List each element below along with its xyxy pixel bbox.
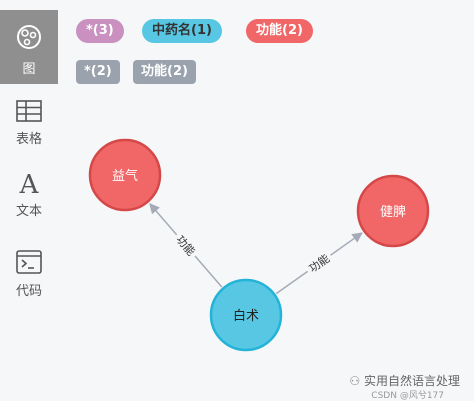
watermark-credit: CSDN @风兮177 (371, 391, 444, 401)
sidebar-item-graph[interactable]: 图 (0, 10, 58, 84)
relationship-tag-all[interactable]: *(2) (76, 60, 120, 84)
node-label-pill-herb[interactable]: 中药名(1) (142, 19, 222, 43)
sidebar-item-label: 文本 (15, 204, 42, 219)
sidebar-item-label: 代码 (15, 284, 42, 299)
relationship-tag-function[interactable]: 功能(2) (133, 60, 196, 84)
node-label-pill-function[interactable]: 功能(2) (246, 19, 313, 43)
main-panel: *(3) 中药名(1) 功能(2) *(2) 功能(2) (64, 0, 474, 400)
graph-icon (17, 25, 41, 49)
graph-node-baizhu[interactable] (209, 278, 283, 352)
graph-edge-label-bg (170, 229, 202, 262)
watermark: ⚇ 实用自然语言处理 (349, 372, 460, 389)
sidebar-item-label: 表格 (15, 132, 42, 147)
sidebar-item-label: 图 (22, 62, 36, 77)
text-icon: A (19, 170, 39, 200)
wechat-icon: ⚇ (349, 374, 361, 388)
sidebar-item-table[interactable]: 表格 (0, 100, 58, 156)
watermark-text: 实用自然语言处理 (363, 374, 460, 388)
graph-node-jianpi[interactable] (356, 174, 430, 248)
graph-node-label: 益气 (112, 168, 138, 184)
graph-node-label: 健脾 (380, 205, 406, 220)
sidebar: 图 表格 A 文本 代码 (0, 0, 58, 400)
graph-node-label: 白术 (233, 308, 259, 324)
table-icon (16, 100, 42, 122)
graph-node-yiqi[interactable] (88, 138, 162, 212)
sidebar-item-text[interactable]: A 文本 (0, 172, 58, 228)
graph-edge-label-bg (303, 248, 336, 278)
sidebar-item-code[interactable]: 代码 (0, 250, 58, 306)
node-label-pill-all[interactable]: *(3) (76, 19, 124, 43)
code-icon (16, 250, 42, 274)
